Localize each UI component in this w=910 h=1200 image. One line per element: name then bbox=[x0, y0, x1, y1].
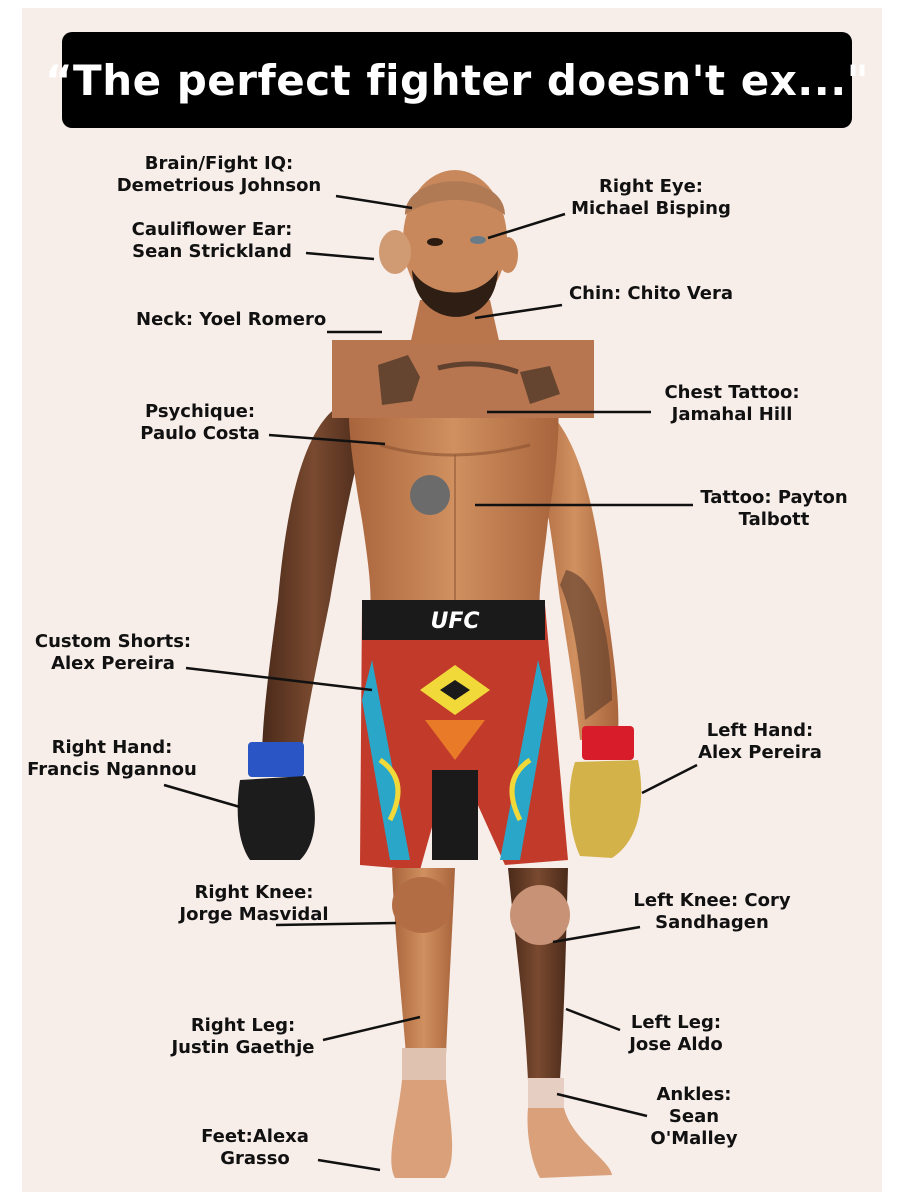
left-knee bbox=[510, 885, 570, 945]
stomach-tattoo bbox=[410, 475, 450, 515]
right-knee bbox=[392, 877, 452, 933]
left-foot bbox=[527, 1108, 612, 1178]
line-shorts bbox=[185, 666, 373, 692]
line-chin bbox=[474, 303, 563, 320]
right-foot bbox=[391, 1080, 453, 1178]
line-ear bbox=[305, 251, 375, 261]
line-ankles bbox=[556, 1092, 648, 1118]
right-eye bbox=[470, 236, 486, 244]
title-text: “The perfect fighter doesn't ex..." bbox=[44, 55, 870, 105]
head bbox=[403, 170, 507, 310]
label-right-leg: Right Leg: Justin Gaethje bbox=[171, 1015, 315, 1058]
right-glove bbox=[237, 776, 315, 860]
line-left-leg bbox=[565, 1007, 621, 1032]
right-ankle bbox=[402, 1048, 446, 1080]
label-left-hand: Left Hand: Alex Pereira bbox=[698, 720, 822, 763]
line-right-leg bbox=[322, 1015, 421, 1042]
shorts-ufc-logo: UFC bbox=[430, 609, 479, 634]
label-left-knee: Left Knee: Cory Sandhagen bbox=[633, 890, 791, 933]
left-eye bbox=[427, 238, 443, 246]
chest-tattoo-right-thumb bbox=[520, 366, 560, 404]
left-glove-wrist-red bbox=[582, 726, 634, 760]
line-right-hand bbox=[163, 783, 241, 809]
line-feet bbox=[317, 1158, 381, 1172]
left-arm-sleeve-tattoo bbox=[560, 570, 612, 720]
right-glove-wrist-blue bbox=[248, 742, 304, 777]
title-banner: “The perfect fighter doesn't ex..." bbox=[45, 32, 869, 128]
line-right-eye bbox=[487, 212, 566, 240]
label-chin: Chin: Chito Vera bbox=[568, 283, 734, 304]
cauliflower-ear-left bbox=[379, 230, 411, 274]
chest-tattoo-script bbox=[437, 361, 519, 375]
line-left-hand bbox=[641, 763, 698, 795]
label-ankles: Ankles: Sean O'Malley bbox=[650, 1084, 738, 1149]
label-feet: Feet:Alexa Grasso bbox=[201, 1126, 309, 1169]
ear-right bbox=[498, 237, 518, 273]
left-ankle bbox=[528, 1078, 564, 1108]
label-neck: Neck: Yoel Romero bbox=[136, 309, 327, 330]
beard bbox=[412, 270, 498, 317]
bald-scalp bbox=[405, 181, 505, 215]
label-right-hand: Right Hand: Francis Ngannou bbox=[27, 737, 197, 780]
neck bbox=[410, 300, 500, 345]
label-brain: Brain/Fight IQ: Demetrious Johnson bbox=[116, 153, 322, 196]
right-arm bbox=[262, 405, 365, 765]
line-left-knee bbox=[552, 925, 641, 944]
chest-tattoo-left-thumb bbox=[378, 355, 420, 405]
line-right-knee bbox=[275, 921, 397, 927]
label-left-leg: Left Leg: Jose Aldo bbox=[629, 1012, 723, 1055]
label-right-knee: Right Knee: Jorge Masvidal bbox=[179, 882, 329, 925]
left-glove bbox=[569, 760, 642, 858]
line-physique bbox=[268, 433, 386, 446]
chest-tattoo-strip bbox=[332, 340, 594, 418]
label-tattoo: Tattoo: Payton Talbott bbox=[700, 487, 848, 530]
label-physique: Psychique: Paulo Costa bbox=[140, 401, 260, 444]
label-cauliflower-ear: Cauliflower Ear: Sean Strickland bbox=[131, 219, 293, 262]
label-right-eye: Right Eye: Michael Bisping bbox=[571, 176, 731, 219]
label-custom-shorts: Custom Shorts: Alex Pereira bbox=[34, 631, 192, 674]
label-chest-tattoo: Chest Tattoo: Jamahal Hill bbox=[664, 382, 800, 425]
pointer-lines bbox=[163, 194, 698, 1172]
line-brain bbox=[335, 194, 413, 210]
shorts-waistband bbox=[362, 600, 545, 640]
